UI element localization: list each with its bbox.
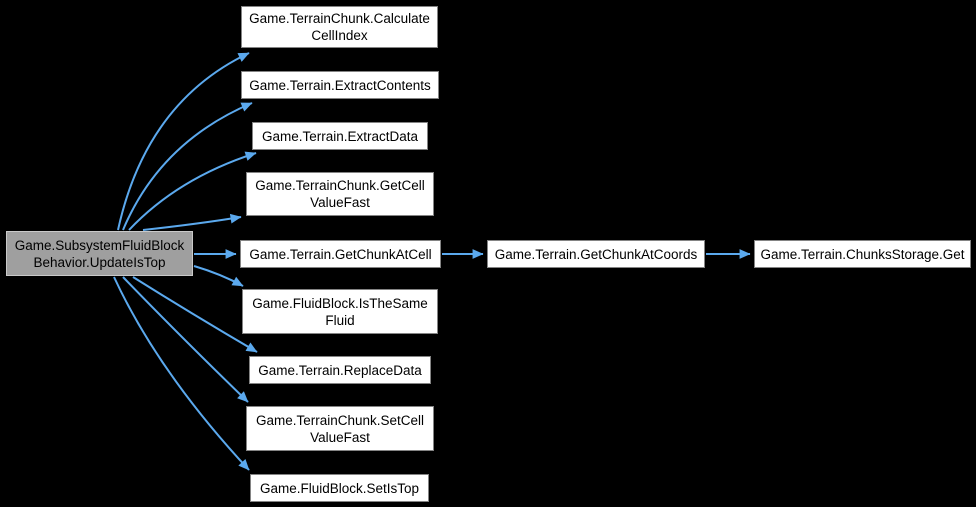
node-label-line: ValueFast xyxy=(310,195,370,210)
edge-updateistop-to-isthesamefluid xyxy=(193,265,244,287)
node-getchunkatcell[interactable]: Game.Terrain.GetChunkAtCell xyxy=(240,240,441,268)
node-label-line: Game.SubsystemFluidBlock xyxy=(14,237,185,253)
node-label-line: Game.TerrainChunk.Calculate xyxy=(249,11,430,26)
node-label-line: Game.Terrain.ReplaceData xyxy=(258,362,422,378)
node-label-line: Game.FluidBlock.SetIsTop xyxy=(259,480,420,496)
node-getchunkatcoords[interactable]: Game.Terrain.GetChunkAtCoords xyxy=(487,240,705,268)
node-label-line: Game.TerrainChunk.GetCell xyxy=(255,178,425,193)
node-label-line: Game.FluidBlock.IsTheSame xyxy=(252,295,428,311)
edge-updateistop-to-getcellvaluefast xyxy=(142,213,242,231)
node-replacedata[interactable]: Game.Terrain.ReplaceData xyxy=(249,356,431,384)
node-label-line: CellIndex xyxy=(311,28,368,43)
node-extractdata[interactable]: Game.Terrain.ExtractData xyxy=(252,122,428,150)
edge-updateistop-to-setistop xyxy=(113,276,250,471)
edge-updateistop-to-calccellindex xyxy=(117,52,250,231)
edge-updateistop-to-extractcontents xyxy=(122,102,253,231)
edge-updateistop-to-replacedata xyxy=(132,276,258,353)
node-label-line: Game.TerrainChunk.SetCell xyxy=(255,412,425,428)
node-label-line: Game.Terrain.GetChunkAtCell xyxy=(249,246,432,262)
node-label-line: Fluid xyxy=(325,312,355,328)
node-label-line: ValueFast xyxy=(310,429,370,445)
node-label-line: Game.Terrain.GetChunkAtCoords xyxy=(494,246,698,262)
node-label-line: Game.Terrain.ExtractData xyxy=(261,128,419,144)
edge-updateistop-to-setcellvaluefast xyxy=(122,276,249,403)
node-label-line: Game.Terrain.ChunksStorage.Get xyxy=(760,246,965,262)
node-setistop[interactable]: Game.FluidBlock.SetIsTop xyxy=(250,474,429,502)
edge-updateistop-to-extractdata xyxy=(128,151,257,231)
node-extractcontents[interactable]: Game.Terrain.ExtractContents xyxy=(241,71,439,99)
node-label-line: Behavior.UpdateIsTop xyxy=(33,254,166,270)
node-label-line: Game.Terrain.ExtractContents xyxy=(249,77,431,93)
node-chunksstorageget[interactable]: Game.Terrain.ChunksStorage.Get xyxy=(754,240,971,268)
